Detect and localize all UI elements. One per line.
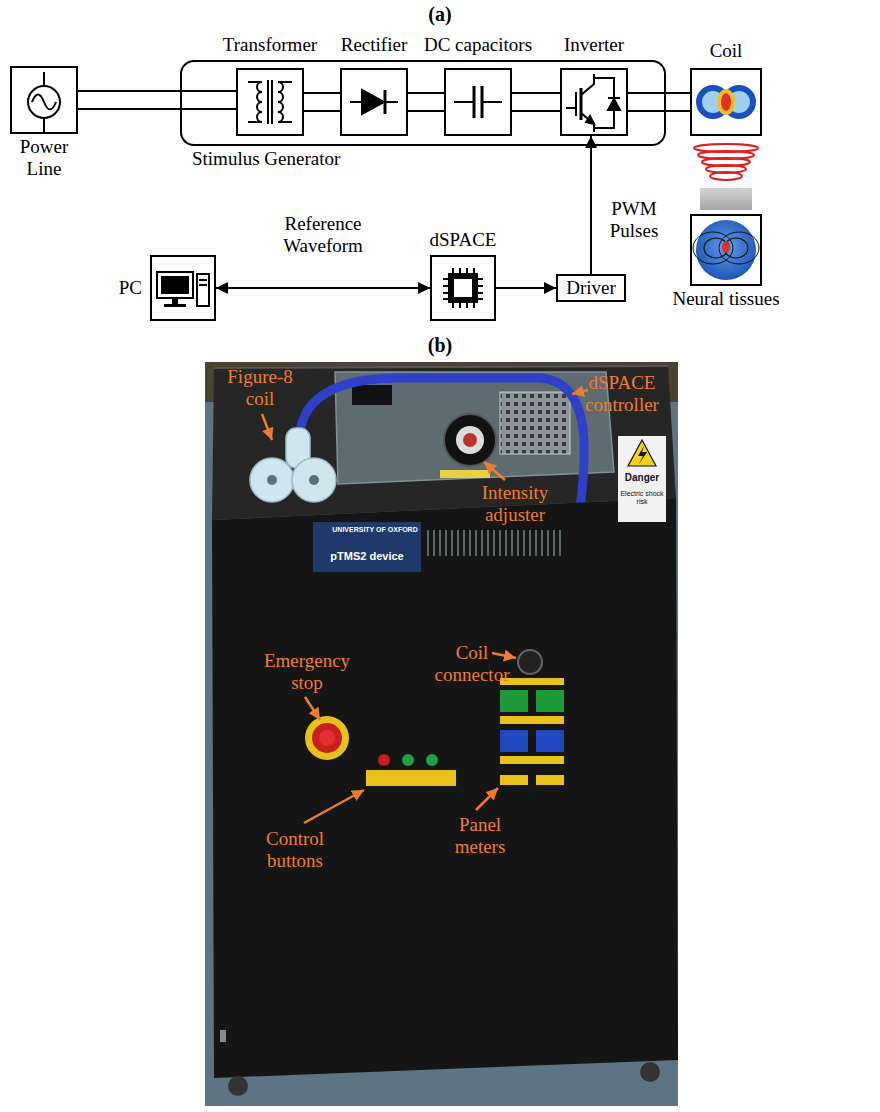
diode-symbol — [350, 90, 398, 114]
signal-arrow — [591, 136, 592, 274]
edge-label: PWM Pulses — [602, 198, 666, 242]
callout-arrows — [262, 390, 588, 823]
node-text: dSPACE — [430, 229, 497, 251]
driver-box: Driver — [556, 274, 626, 302]
node-text: Stimulus Generator — [192, 148, 340, 170]
tissue-box: Neural tissues — [690, 214, 762, 286]
photo-callout: Intensity adjuster — [470, 482, 560, 526]
signal-arrow — [216, 288, 430, 289]
nameplate-text: pTMS2 device — [316, 550, 418, 563]
node-text: Neural tissues — [672, 288, 779, 310]
node-text: PC — [119, 277, 142, 299]
coil-field-map — [699, 88, 753, 116]
component-box: Rectifier — [340, 68, 408, 136]
photo-callout: Control buttons — [250, 828, 340, 872]
node-text: Transformer — [223, 34, 317, 56]
power-wire — [512, 93, 560, 111]
node-text: Driver — [566, 277, 616, 299]
head-model — [693, 220, 759, 280]
device-photo — [205, 362, 678, 1106]
photo-callout: Figure-8 coil — [218, 366, 302, 410]
igbt-symbol — [566, 74, 620, 132]
capacitor-symbol — [454, 86, 502, 118]
power-wire — [304, 93, 340, 111]
tissue-layer — [700, 188, 752, 210]
panel-label: (a) — [410, 3, 470, 26]
node-text: Inverter — [564, 34, 624, 56]
photo-callout: Coil connector — [430, 642, 514, 686]
generator-enclosure: Stimulus GeneratorTransformerRectifierDC… — [180, 60, 666, 146]
edge-label: Reference Waveform — [273, 213, 373, 257]
component-box: Transformer — [236, 68, 304, 136]
pc-box: PC — [150, 255, 216, 321]
photo-callout: Panel meters — [440, 814, 520, 858]
photo-callout: Emergency stop — [262, 650, 352, 694]
node-text: Power Line — [9, 136, 79, 180]
panel-label: (b) — [410, 334, 470, 357]
node-text: DC capacitors — [424, 34, 532, 56]
photo-callout: dSPACE controller — [572, 372, 672, 416]
source-box: Power Line — [10, 66, 78, 134]
signal-arrow — [496, 288, 556, 289]
power-wire — [78, 91, 236, 109]
controller-box: dSPACE — [430, 255, 496, 321]
nameplate-text: UNIVERSITY OF OXFORD — [332, 526, 418, 534]
magnetic-field-rings — [694, 144, 758, 180]
power-wire — [408, 93, 444, 111]
node-text: Coil — [710, 40, 743, 62]
coil-box: Coil — [690, 68, 762, 136]
warning-sign-text: Electric shock risk — [619, 490, 665, 506]
component-box: DC capacitors — [444, 68, 512, 136]
component-box: Inverter — [560, 68, 628, 136]
node-text: Rectifier — [341, 34, 407, 56]
warning-sign-text: Danger — [619, 472, 665, 484]
power-line-icon — [28, 72, 60, 132]
pc-icon — [157, 272, 209, 307]
transformer-symbol — [248, 80, 292, 124]
power-wire — [628, 93, 690, 111]
chip-icon — [443, 268, 483, 308]
